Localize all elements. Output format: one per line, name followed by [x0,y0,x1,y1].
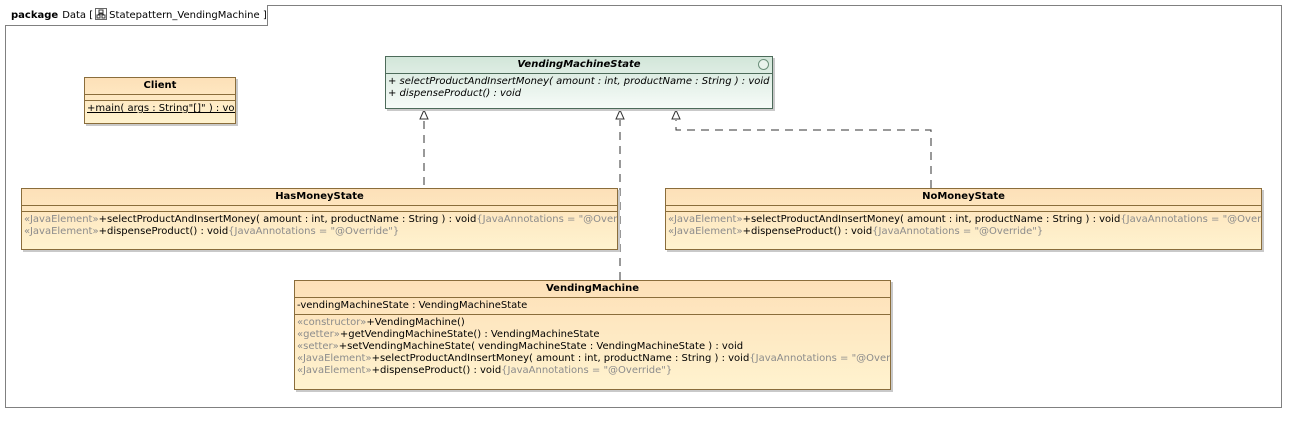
operation: «JavaElement»+selectProductAndInsertMone… [24,214,618,225]
frame-package-name: Data [62,10,87,21]
class-name: VendingMachineState [386,57,772,74]
attributes-compartment [666,206,1261,212]
frame-bracket-open: [ [89,10,94,21]
realization-nomoney-line [675,120,932,188]
attributes-compartment [85,95,235,101]
class-name: NoMoneyState [666,189,1261,206]
class-diagram-icon [95,8,108,20]
operations-compartment: «constructor»+VendingMachine() «getter»+… [295,315,890,379]
attribute: -vendingMachineState : VendingMachineSta… [297,300,528,311]
operation: + selectProductAndInsertMoney( amount : … [388,76,770,87]
operations-compartment: «JavaElement»+selectProductAndInsertMone… [666,212,1261,240]
package-frame [5,5,1282,408]
realization-hasmoney-arrowhead [419,108,429,120]
class-name: VendingMachine [295,281,890,298]
operation: «getter»+getVendingMachineState() : Vend… [297,329,600,340]
operation: «JavaElement»+dispenseProduct() : void{J… [24,226,400,237]
realization-vendingmachine-arrowhead [615,108,625,120]
operation: «JavaElement»+selectProductAndInsertMone… [668,214,1262,225]
frame-bracket-close: ] [262,10,267,21]
realization-nomoney-arrowhead [671,108,681,120]
operations-compartment: «JavaElement»+selectProductAndInsertMone… [22,212,617,240]
operation: «JavaElement»+dispenseProduct() : void{J… [668,226,1044,237]
class-client[interactable]: Client +main( args : String"[]" ) : void [84,77,236,124]
class-vending-machine[interactable]: VendingMachine -vendingMachineState : Ve… [294,280,891,390]
attributes-compartment [22,206,617,212]
operation: + dispenseProduct() : void [388,88,522,99]
class-name: Client [85,78,235,95]
operation: «JavaElement»+selectProductAndInsertMone… [297,353,891,364]
operations-compartment: +main( args : String"[]" ) : void [85,101,235,117]
operation: +main( args : String"[]" ) : void [87,103,236,114]
operation: «JavaElement»+dispenseProduct() : void{J… [297,365,673,376]
frame-diagram-name: Statepattern_VendingMachine [109,10,260,21]
frame-keyword: package [11,10,59,21]
class-no-money-state[interactable]: NoMoneyState «JavaElement»+selectProduct… [665,188,1262,250]
class-has-money-state[interactable]: HasMoneyState «JavaElement»+selectProduc… [21,188,618,250]
interface-vending-machine-state[interactable]: VendingMachineState + selectProductAndIn… [385,56,773,109]
interface-circle-icon [758,59,769,70]
attributes-compartment: -vendingMachineState : VendingMachineSta… [295,298,890,315]
operation: «constructor»+VendingMachine() [297,317,465,328]
operations-compartment: + selectProductAndInsertMoney( amount : … [386,74,772,102]
class-name: HasMoneyState [22,189,617,206]
operation: «setter»+setVendingMachineState( vending… [297,341,744,352]
